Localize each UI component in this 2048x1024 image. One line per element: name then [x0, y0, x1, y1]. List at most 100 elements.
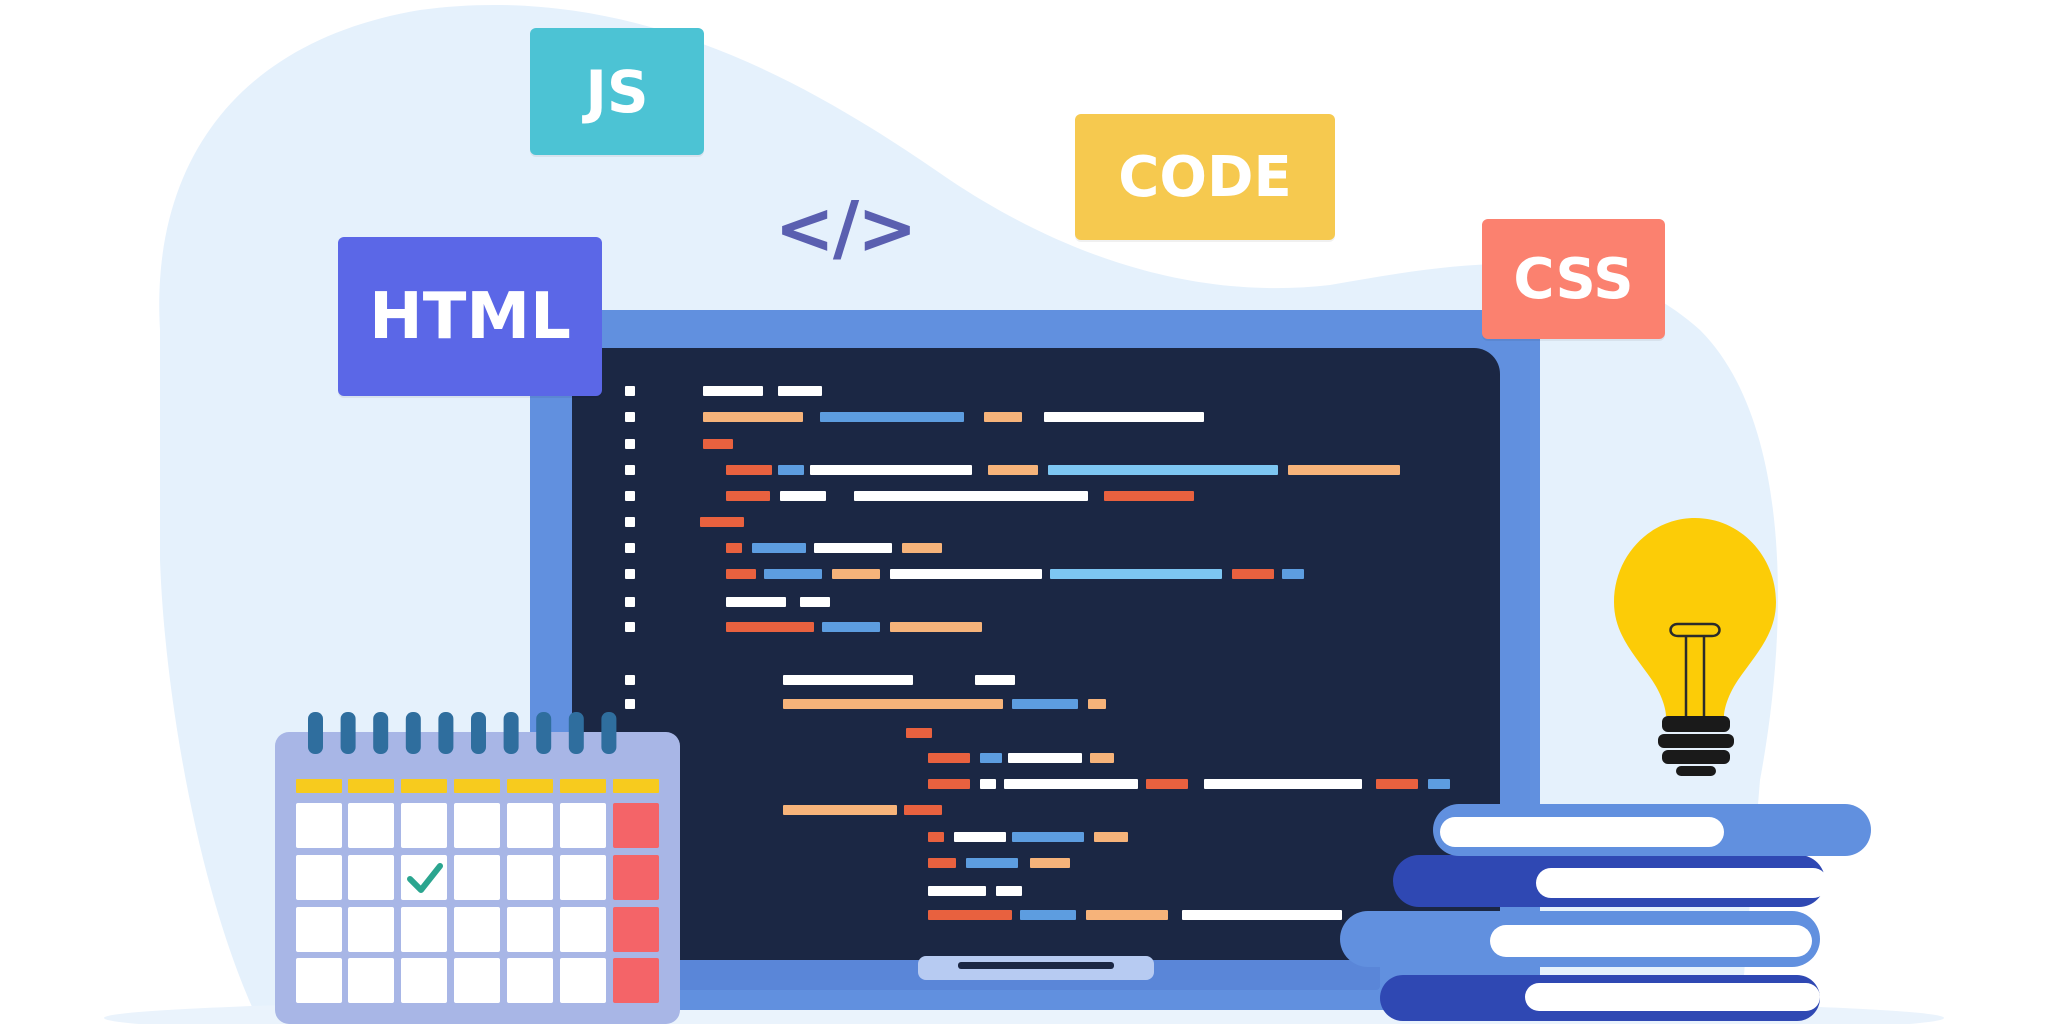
- code-token: [778, 386, 822, 396]
- code-token: [800, 597, 830, 607]
- code-token: [1090, 753, 1114, 763]
- calendar-icon: [275, 712, 680, 1024]
- code-token: [954, 832, 1006, 842]
- code-token: [906, 728, 932, 738]
- calendar-ring: [568, 712, 584, 754]
- calendar-day-cell: [560, 855, 606, 900]
- code-token: [980, 779, 996, 789]
- code-token: [700, 517, 744, 527]
- calendar-ring: [405, 712, 421, 754]
- code-token: [980, 753, 1002, 763]
- code-token: [928, 858, 956, 868]
- code-token: [783, 675, 913, 685]
- calendar-ring: [536, 712, 552, 754]
- calendar-day-cell: [613, 958, 659, 1003]
- code-token: [1232, 569, 1274, 579]
- laptop-notch-slot: [958, 962, 1114, 969]
- calendar-header-cell: [401, 779, 447, 793]
- book-2-pages: [1490, 925, 1812, 957]
- code-token: [1020, 910, 1076, 920]
- calendar-header-cell: [296, 779, 342, 793]
- code-token: [984, 412, 1022, 422]
- calendar-day-cell: [296, 855, 342, 900]
- calendar-day-cell: [348, 907, 394, 952]
- calendar-day-cell: [560, 803, 606, 848]
- code-token: [822, 622, 880, 632]
- calendar-ring: [503, 712, 519, 754]
- code-token: [1004, 779, 1138, 789]
- calendar-ring: [601, 712, 617, 754]
- code-token: [1146, 779, 1188, 789]
- code-token: [988, 465, 1038, 475]
- code-token: [778, 465, 804, 475]
- code-token: [928, 753, 970, 763]
- code-token: [832, 569, 880, 579]
- code-token: [726, 465, 772, 475]
- calendar-day-cell: [348, 803, 394, 848]
- code-token: [726, 491, 770, 501]
- calendar-day-cell: [560, 907, 606, 952]
- code-token: [928, 910, 1012, 920]
- calendar-day-cell: [454, 958, 500, 1003]
- calendar-ring: [308, 712, 323, 754]
- code-token: [1182, 910, 1342, 920]
- code-token: [1030, 858, 1070, 868]
- calendar-day-cell: [613, 907, 659, 952]
- code-token: [928, 779, 970, 789]
- calendar-day-cell: [401, 855, 447, 900]
- laptop-icon: [530, 310, 1540, 1010]
- bulb-base-3: [1662, 750, 1730, 764]
- tag-html: HTML: [338, 237, 602, 396]
- calendar-day-cell: [348, 855, 394, 900]
- code-token: [1104, 491, 1194, 501]
- code-token: [1012, 699, 1078, 709]
- code-token: [780, 491, 826, 501]
- calendar-day-cell: [454, 907, 500, 952]
- code-token: [1050, 569, 1222, 579]
- calendar-header-cell: [613, 779, 659, 793]
- calendar-day-cell: [401, 907, 447, 952]
- code-token: [726, 543, 742, 553]
- calendar-day-cell: [296, 907, 342, 952]
- code-token: [1288, 465, 1400, 475]
- calendar-rings: [308, 712, 617, 754]
- code-token: [1376, 779, 1418, 789]
- code-token: [890, 569, 1042, 579]
- code-token: [810, 465, 972, 475]
- calendar-day-cell: [401, 803, 447, 848]
- calendar-day-cell: [296, 958, 342, 1003]
- code-token: [820, 412, 964, 422]
- line-marker: [625, 597, 635, 607]
- code-token: [1012, 832, 1084, 842]
- code-lines: [625, 386, 1450, 920]
- line-marker: [625, 465, 635, 475]
- bulb-filament: [1669, 622, 1721, 716]
- code-token: [1086, 910, 1168, 920]
- code-token: [703, 439, 733, 449]
- code-token: [1008, 753, 1082, 763]
- code-token: [904, 805, 942, 815]
- line-marker: [625, 622, 635, 632]
- calendar-day-cell: [454, 855, 500, 900]
- code-token: [703, 412, 803, 422]
- line-marker: [625, 675, 635, 685]
- calendar-header-cell: [507, 779, 553, 793]
- line-marker: [625, 491, 635, 501]
- calendar-header-cell: [560, 779, 606, 793]
- code-token: [854, 491, 1088, 501]
- calendar-day-cell: [613, 803, 659, 848]
- calendar-day-cell: [296, 803, 342, 848]
- calendar-day-cell: [560, 958, 606, 1003]
- code-token: [703, 386, 763, 396]
- bulb-base-tip: [1676, 766, 1716, 776]
- code-token: [928, 832, 944, 842]
- code-brackets-icon: </>: [774, 186, 918, 270]
- bulb-glass: [1614, 518, 1776, 716]
- calendar-day-cell: [507, 803, 553, 848]
- code-token: [1048, 465, 1278, 475]
- calendar-day-cell: [507, 907, 553, 952]
- line-marker: [625, 569, 635, 579]
- code-token: [783, 699, 1003, 709]
- tag-css: CSS: [1482, 219, 1665, 339]
- code-token: [764, 569, 822, 579]
